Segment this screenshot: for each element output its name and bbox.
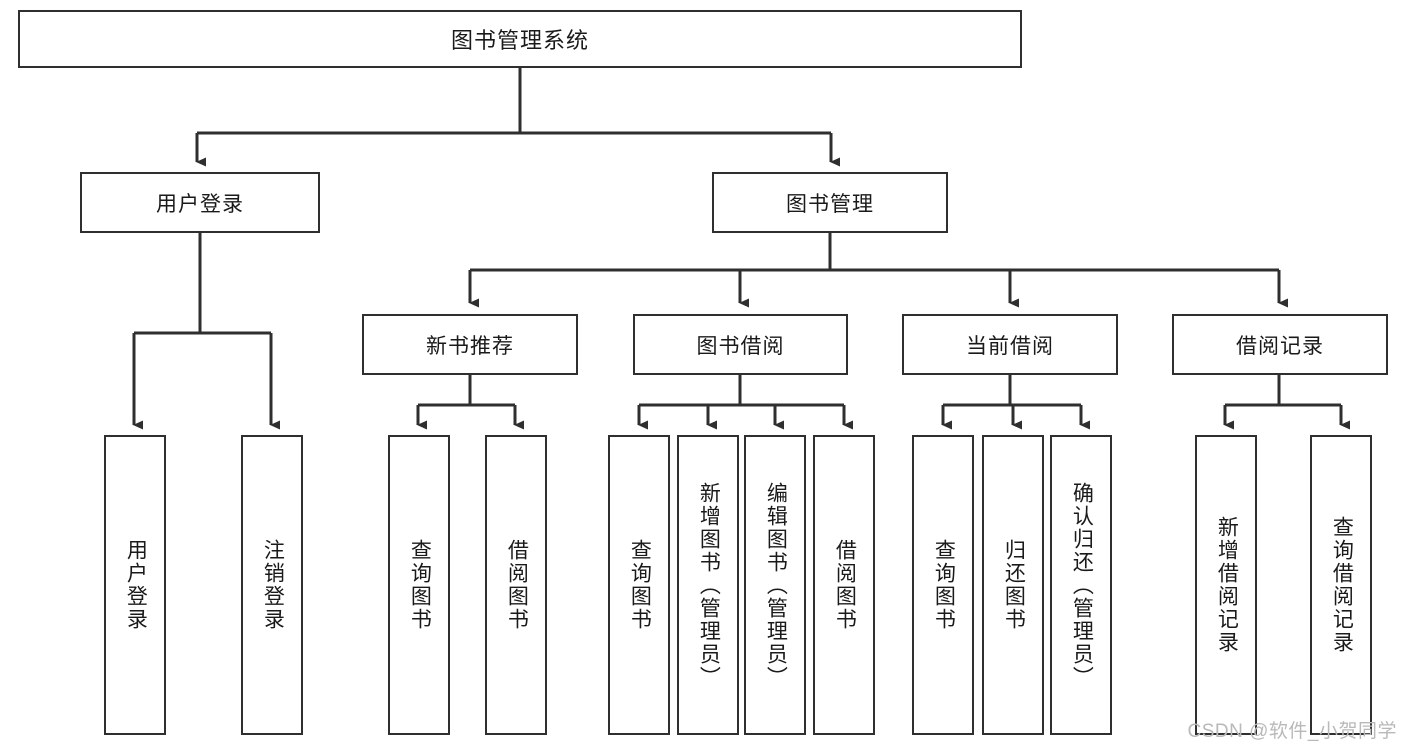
node-label: 新增图书（管理员） xyxy=(697,481,721,689)
leaf-new-book-query[interactable]: 查询图书 xyxy=(388,435,450,735)
leaf-book-borrow-borrow[interactable]: 借阅图书 xyxy=(813,435,875,735)
node-label: 查询图书 xyxy=(932,539,956,631)
node-label: 图书借阅 xyxy=(696,334,785,358)
node-label: 借阅图书 xyxy=(505,539,529,631)
leaf-current-borrow-query[interactable]: 查询图书 xyxy=(912,435,974,735)
node-label: 查询图书 xyxy=(628,539,652,631)
node-book-borrow[interactable]: 图书借阅 xyxy=(633,314,848,375)
node-label: 查询借阅记录 xyxy=(1330,516,1354,654)
node-label: 借阅记录 xyxy=(1236,334,1324,358)
leaf-user-login-login[interactable]: 用户登录 xyxy=(104,435,166,735)
node-label: 新增借阅记录 xyxy=(1215,516,1239,654)
leaf-user-login-logout[interactable]: 注销登录 xyxy=(241,435,303,735)
node-current-borrow[interactable]: 当前借阅 xyxy=(902,314,1118,375)
node-label: 注销登录 xyxy=(261,539,285,631)
node-label: 确认归还（管理员） xyxy=(1070,481,1094,689)
leaf-book-borrow-query[interactable]: 查询图书 xyxy=(608,435,670,735)
node-new-book-recommend[interactable]: 新书推荐 xyxy=(362,314,578,375)
node-label: 用户登录 xyxy=(156,192,244,216)
node-book-management[interactable]: 图书管理 xyxy=(712,172,948,233)
node-root-system[interactable]: 图书管理系统 xyxy=(18,10,1022,68)
node-label: 查询图书 xyxy=(408,539,432,631)
leaf-book-borrow-edit[interactable]: 编辑图书（管理员） xyxy=(744,435,806,735)
node-label: 借阅图书 xyxy=(833,539,857,631)
leaf-borrow-record-add[interactable]: 新增借阅记录 xyxy=(1195,435,1257,735)
leaf-book-borrow-add[interactable]: 新增图书（管理员） xyxy=(677,435,739,735)
leaf-current-borrow-return[interactable]: 归还图书 xyxy=(982,435,1044,735)
node-label: 编辑图书（管理员） xyxy=(764,481,788,689)
node-user-login[interactable]: 用户登录 xyxy=(80,172,320,233)
leaf-borrow-record-query[interactable]: 查询借阅记录 xyxy=(1310,435,1372,735)
node-label: 归还图书 xyxy=(1002,539,1026,631)
node-label: 当前借阅 xyxy=(966,334,1054,358)
node-label: 用户登录 xyxy=(124,539,148,631)
node-label: 图书管理系统 xyxy=(450,28,589,53)
node-label: 新书推荐 xyxy=(426,334,514,358)
leaf-new-book-borrow[interactable]: 借阅图书 xyxy=(485,435,547,735)
leaf-current-borrow-confirm-return[interactable]: 确认归还（管理员） xyxy=(1050,435,1112,735)
node-borrow-record[interactable]: 借阅记录 xyxy=(1172,314,1388,375)
watermark-text: CSDN @软件_小贺同学 xyxy=(1187,721,1397,742)
node-label: 图书管理 xyxy=(786,192,874,216)
